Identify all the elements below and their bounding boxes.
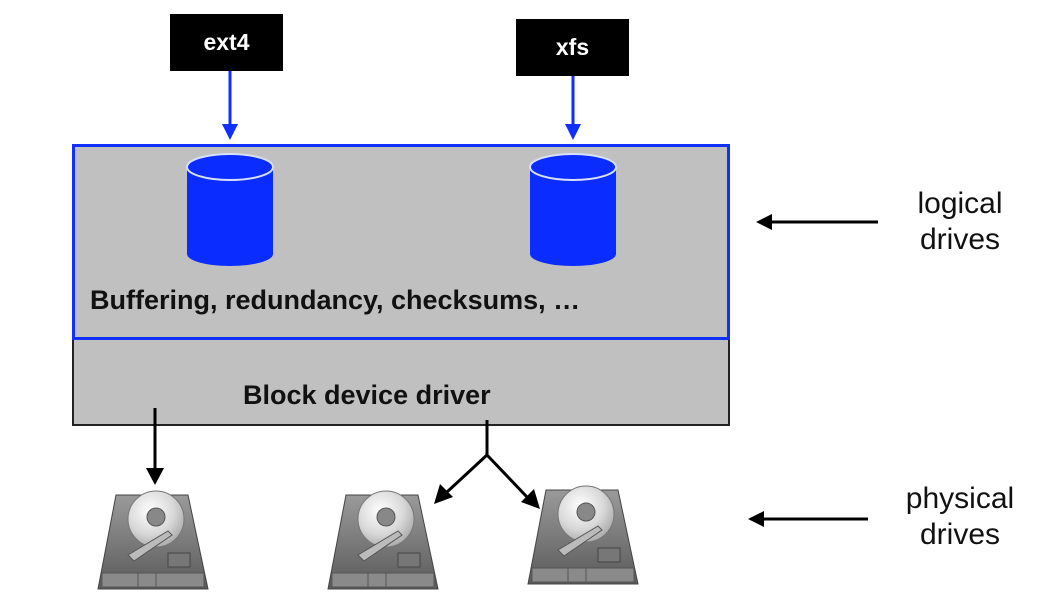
arrow-logical-label	[756, 214, 878, 230]
database-cylinder-icon	[186, 153, 274, 266]
hard-drive-icon	[327, 490, 439, 590]
arrow-physical-label	[748, 511, 868, 527]
logical-layer-text: Buffering, redundancy, checksums, …	[90, 285, 581, 315]
filesystem-label: ext4	[203, 29, 250, 55]
filesystem-box-xfs: xfs	[516, 19, 629, 76]
logical-drives-label: logical drives	[890, 186, 1030, 258]
hard-drive-icon	[97, 490, 209, 590]
arrow-xfs-to-volume	[565, 76, 581, 140]
filesystem-box-ext4: ext4	[170, 14, 283, 71]
hard-drive-icon	[527, 485, 639, 585]
logical-label-line1: logical	[917, 187, 1003, 220]
logical-drive-layer	[72, 144, 730, 340]
logical-label-line2: drives	[919, 223, 1001, 256]
filesystem-label: xfs	[555, 34, 590, 60]
database-cylinder-icon	[529, 153, 617, 266]
physical-label-line2: drives	[919, 518, 1001, 551]
driver-layer-text: Block device driver	[243, 380, 491, 410]
arrow-driver-split	[434, 420, 540, 509]
arrow-driver-to-drive-1	[146, 408, 164, 485]
physical-label-line1: physical	[905, 482, 1015, 515]
physical-drives-label: physical drives	[885, 481, 1035, 553]
block-device-driver-layer	[72, 340, 730, 426]
arrow-ext4-to-volume	[222, 71, 238, 140]
